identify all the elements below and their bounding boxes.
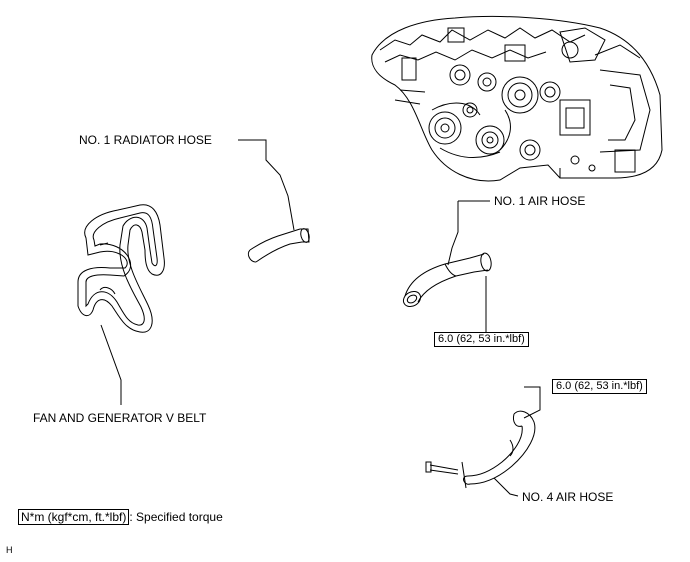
torque-legend: N*m (kgf*cm, ft.*lbf): Specified torque bbox=[18, 509, 223, 525]
air-hose-1 bbox=[402, 252, 492, 308]
figure-code: H bbox=[6, 545, 13, 555]
air-hose-4 bbox=[425, 410, 536, 489]
engine-assembly bbox=[371, 15, 663, 182]
label-radiator-hose: NO. 1 RADIATOR HOSE bbox=[79, 133, 212, 147]
legend-unit: N*m (kgf*cm, ft.*lbf) bbox=[18, 509, 130, 525]
label-air-hose-4: NO. 4 AIR HOSE bbox=[522, 490, 614, 504]
legend-description: : Specified torque bbox=[129, 510, 223, 524]
torque-air-hose-1: 6.0 (62, 53 in.*lbf) bbox=[434, 332, 529, 347]
radiator-hose bbox=[247, 228, 310, 263]
torque-air-hose-4: 6.0 (62, 53 in.*lbf) bbox=[552, 379, 647, 394]
v-belt bbox=[77, 204, 165, 333]
label-air-hose-1: NO. 1 AIR HOSE bbox=[494, 194, 586, 208]
leader-lines bbox=[100, 139, 541, 497]
label-v-belt: FAN AND GENERATOR V BELT bbox=[33, 411, 207, 425]
